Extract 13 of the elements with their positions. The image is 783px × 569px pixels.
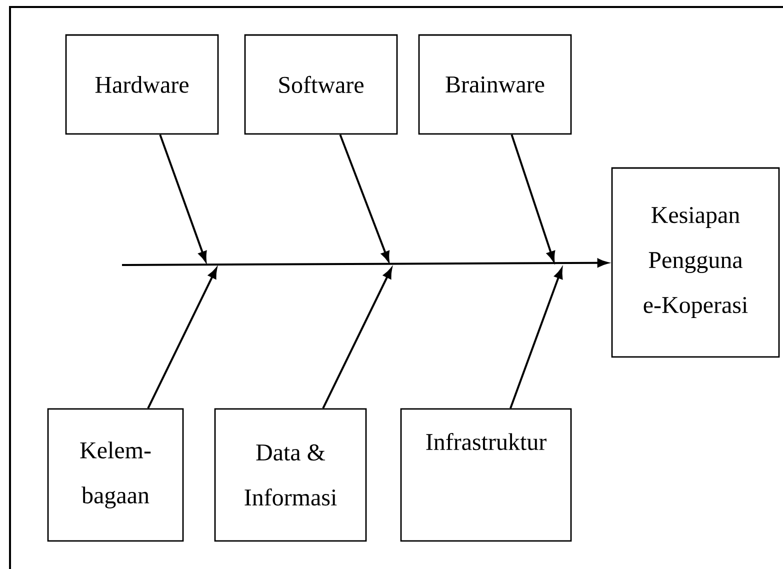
box: Software	[244, 34, 398, 135]
box: Kesiapan Pengguna e-Koperasi	[611, 167, 780, 358]
box: Hardware	[65, 34, 219, 135]
arrow	[339, 134, 390, 262]
box: Data & Informasi	[214, 408, 367, 542]
box: Brainware	[418, 34, 572, 135]
arrow	[159, 134, 207, 262]
arrow	[322, 268, 392, 409]
arrow	[510, 134, 556, 262]
box: Infrastruktur	[400, 408, 572, 542]
box: Kelem- bagaan	[47, 408, 184, 542]
arrow	[510, 268, 563, 409]
arrow	[147, 268, 218, 409]
